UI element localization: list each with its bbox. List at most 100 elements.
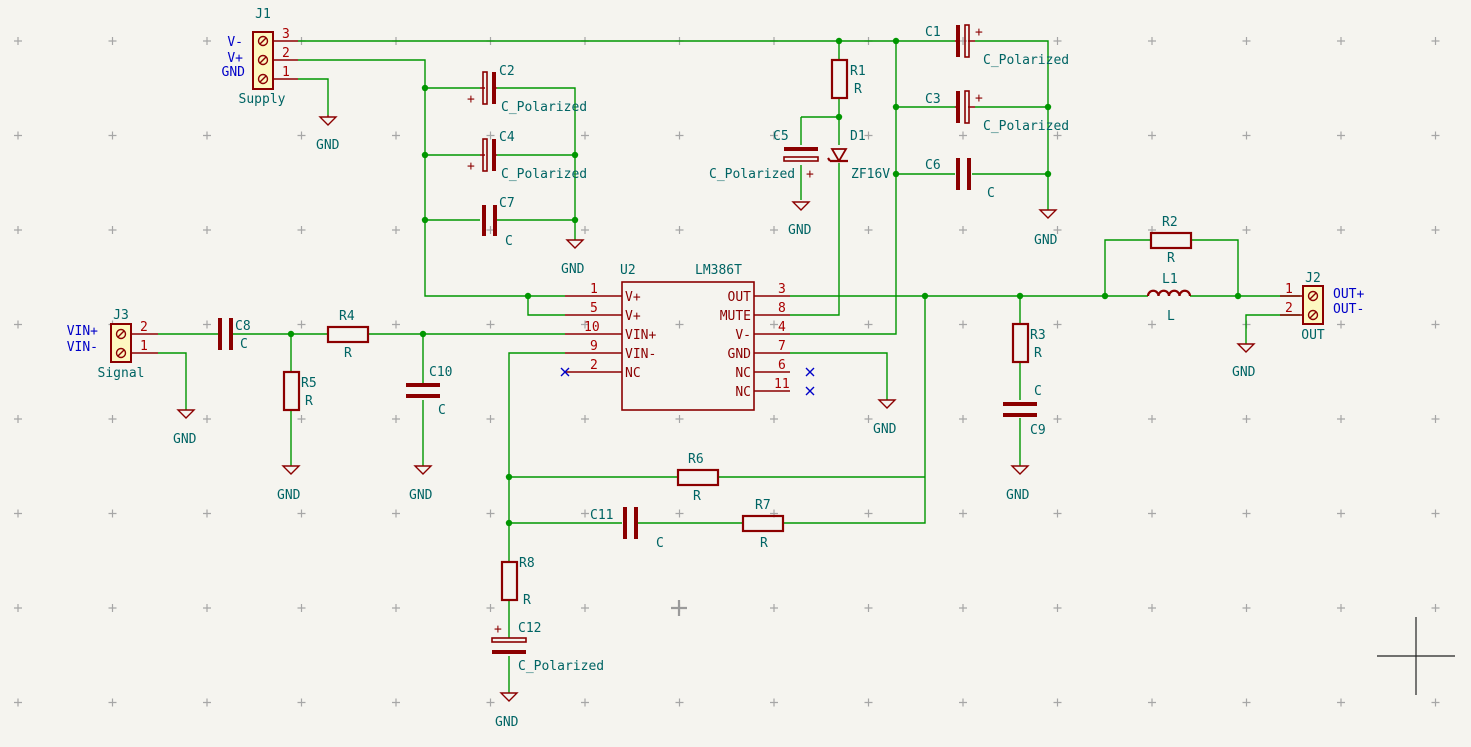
u2-pin-num-11: 11 <box>774 377 790 392</box>
r7-value: R <box>760 536 768 551</box>
r1-value: R <box>854 82 862 97</box>
c9-reference: C9 <box>1030 423 1046 438</box>
c5-value: C_Polarized <box>709 167 795 182</box>
u2-pin-name-vplus-1: V+ <box>625 290 641 305</box>
connector-j3[interactable]: 2 1 VIN+ VIN- J3 Signal <box>67 308 158 381</box>
connector-j2[interactable]: 1 2 OUT+ OUT- J2 OUT <box>1280 271 1364 343</box>
c12-value: C_Polarized <box>518 659 604 674</box>
c11-value: C <box>656 536 664 551</box>
u2-pin-name-out: OUT <box>728 290 752 305</box>
r3-reference: R3 <box>1030 328 1046 343</box>
capacitor-c5[interactable]: + C5 C_Polarized <box>709 129 819 182</box>
r6-value: R <box>693 489 701 504</box>
ground-symbols: GND GND GND GND GND GND GND GND <box>173 115 1256 730</box>
c2-value: C_Polarized <box>501 100 587 115</box>
resistor-r6[interactable]: R6 R <box>676 452 720 504</box>
u2-pin-num-3: 3 <box>778 282 786 297</box>
u2-pin-name-nc-2: NC <box>625 366 641 381</box>
l1-reference: L1 <box>1162 272 1178 287</box>
resistor-r7[interactable]: R7 R <box>741 498 785 551</box>
gnd-label-c9: GND <box>1006 488 1030 503</box>
r8-value: R <box>523 593 531 608</box>
u2-pin-num-7: 7 <box>778 339 786 354</box>
u2-pin-name-vinplus: VIN+ <box>625 328 656 343</box>
c10-value: C <box>438 403 446 418</box>
r7-reference: R7 <box>755 498 771 513</box>
u2-pin-name-mute: MUTE <box>720 309 751 324</box>
gnd-symbol-c1-bank: GND <box>1034 209 1058 248</box>
grid-marks <box>14 37 1440 707</box>
capacitor-c9[interactable]: C9 C <box>1003 384 1046 438</box>
c3-plus-mark: + <box>975 91 983 106</box>
u2-pin-name-gnd: GND <box>728 347 752 362</box>
j1-value: Supply <box>239 92 286 107</box>
resistor-r3[interactable]: R3 R <box>1011 322 1046 364</box>
capacitor-c3[interactable]: + C3 C_Polarized <box>925 90 1069 134</box>
u2-pin-name-nc-6: NC <box>735 366 751 381</box>
capacitor-c7[interactable]: C7 C <box>482 196 515 249</box>
c2-plus-mark: + <box>467 92 475 107</box>
capacitor-c8[interactable]: C8 C <box>218 318 251 352</box>
capacitor-c11[interactable]: C11 C <box>590 507 664 551</box>
j1-label-vplus: V+ <box>227 51 243 66</box>
capacitor-c1[interactable]: + C1 C_Polarized <box>925 24 1069 68</box>
capacitor-c4[interactable]: + C4 C_Polarized <box>467 130 587 182</box>
connector-j1[interactable]: 3 2 1 V- V+ GND J1 Supply <box>222 7 298 107</box>
j2-pin-2: 2 <box>1285 301 1293 316</box>
r5-value: R <box>305 394 313 409</box>
resistor-r1[interactable]: R1 R <box>830 58 866 100</box>
u2-pin-num-10: 10 <box>584 320 600 335</box>
r4-value: R <box>344 346 352 361</box>
j2-label-outplus: OUT+ <box>1333 287 1364 302</box>
j2-label-outminus: OUT- <box>1333 302 1364 317</box>
gnd-symbol-u2: GND <box>873 399 897 437</box>
j2-reference: J2 <box>1305 271 1321 286</box>
resistor-r2[interactable]: R2 R <box>1149 215 1193 266</box>
c6-reference: C6 <box>925 158 941 173</box>
inductor-l1[interactable]: L1 L <box>1146 272 1192 324</box>
gnd-label-r5: GND <box>277 488 301 503</box>
r3-value: R <box>1034 346 1042 361</box>
gnd-label-c2-bank: GND <box>561 262 585 277</box>
c7-value: C <box>505 234 513 249</box>
capacitor-c2[interactable]: + C2 C_Polarized <box>467 64 587 115</box>
gnd-label-c1-bank: GND <box>1034 233 1058 248</box>
u2-pin-num-4: 4 <box>778 320 786 335</box>
d1-reference: D1 <box>850 129 866 144</box>
zener-diode-d1[interactable]: D1 ZF16V <box>827 129 890 182</box>
j1-pin-3: 3 <box>282 27 290 42</box>
ic-u2[interactable]: U2 LM386T 1 5 10 9 2 V+ V+ VIN+ VIN- NC … <box>565 263 790 411</box>
c10-reference: C10 <box>429 365 452 380</box>
resistor-r4[interactable]: R4 R <box>326 309 370 361</box>
d1-value: ZF16V <box>851 167 890 182</box>
c4-reference: C4 <box>499 130 515 145</box>
j1-label-gnd: GND <box>222 65 246 80</box>
capacitor-c12[interactable]: + C12 C_Polarized <box>491 621 604 674</box>
capacitor-c10[interactable]: C10 C <box>406 365 452 418</box>
u2-pin-num-8: 8 <box>778 301 786 316</box>
u2-pin-num-9: 9 <box>590 339 598 354</box>
j3-pin-1: 1 <box>140 339 148 354</box>
r5-reference: R5 <box>301 376 317 391</box>
u2-reference: U2 <box>620 263 636 278</box>
cursor-crosshair <box>671 600 1455 695</box>
j2-value: OUT <box>1301 328 1325 343</box>
c8-value: C <box>240 337 248 352</box>
j3-reference: J3 <box>113 308 129 323</box>
u2-pin-name-nc-11: NC <box>735 385 751 400</box>
j3-label-vinminus: VIN- <box>67 340 98 355</box>
resistor-r5[interactable]: R5 R <box>282 370 317 412</box>
gnd-label-c10: GND <box>409 488 433 503</box>
gnd-symbol-j3: GND <box>173 409 197 447</box>
resistor-r8[interactable]: R8 R <box>500 556 535 608</box>
c11-reference: C11 <box>590 508 613 523</box>
gnd-symbol-c9: GND <box>1006 465 1030 503</box>
u2-pin-num-2: 2 <box>590 358 598 373</box>
c1-plus-mark: + <box>975 25 983 40</box>
capacitor-c6[interactable]: C6 C <box>925 158 995 201</box>
gnd-symbol-c10: GND <box>409 465 433 503</box>
j1-reference: J1 <box>255 7 271 22</box>
j3-value: Signal <box>98 366 145 381</box>
j2-pin-1: 1 <box>1285 282 1293 297</box>
